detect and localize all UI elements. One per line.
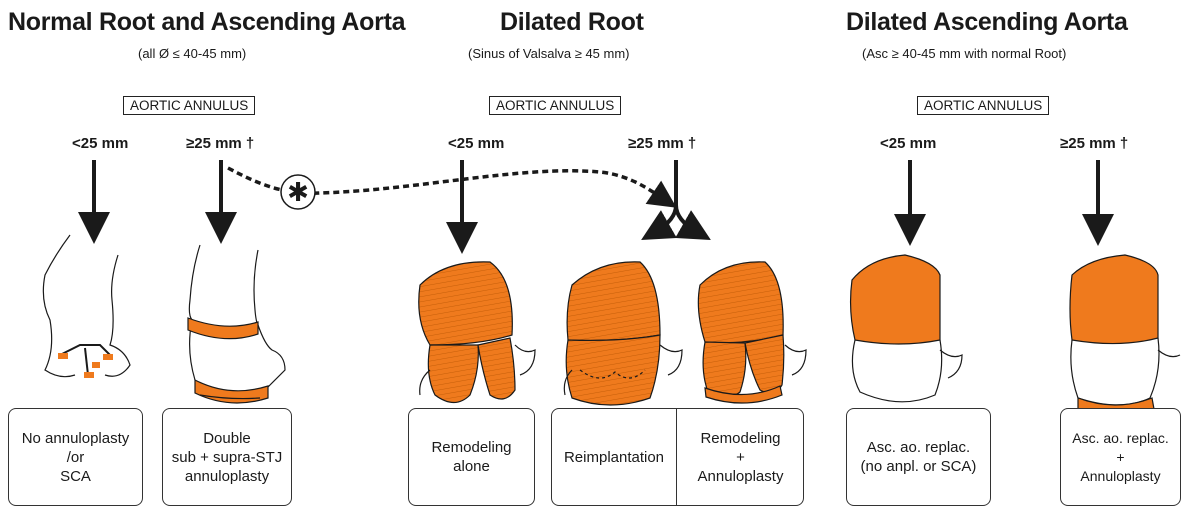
outcome-text-reimplantation: Reimplantation	[552, 409, 676, 505]
root-normal-large	[188, 245, 285, 403]
root-normal-small	[43, 235, 130, 378]
outcome-text-asc-annuloplasty: Asc. ao. replac. + Annuloplasty	[1061, 409, 1180, 505]
outcome-text-remodeling-alone: Remodeling alone	[409, 409, 534, 505]
root-dilated-reimplantation	[564, 262, 682, 405]
outcome-box-asc-annuloplasty: Asc. ao. replac. + Annuloplasty	[1060, 408, 1181, 506]
outcome-box-double: Double sub + supra-STJ annuloplasty	[162, 408, 292, 506]
outcome-box-no-annuloplasty: No annuloplasty /or SCA	[8, 408, 143, 506]
outcome-box-asc-no-anpl: Asc. ao. replac. (no anpl. or SCA)	[846, 408, 991, 506]
outcome-text-no-annuloplasty: No annuloplasty /or SCA	[9, 409, 142, 505]
outcome-box-remodeling-alone: Remodeling alone	[408, 408, 535, 506]
outcome-text-double: Double sub + supra-STJ annuloplasty	[163, 409, 291, 505]
outcome-box-root-large: Reimplantation Remodeling + Annuloplasty	[551, 408, 804, 506]
root-asc-no-anpl	[851, 255, 962, 402]
outcome-text-remodeling-annuloplasty: Remodeling + Annuloplasty	[678, 409, 803, 505]
root-asc-annuloplasty	[1070, 255, 1180, 416]
asterisk-icon: ✱	[285, 176, 311, 208]
root-dilated-remodeling-annuloplasty	[698, 262, 806, 403]
root-dilated-remodeling-alone	[419, 262, 535, 403]
outcome-text-asc-no-anpl: Asc. ao. replac. (no anpl. or SCA)	[847, 409, 990, 505]
